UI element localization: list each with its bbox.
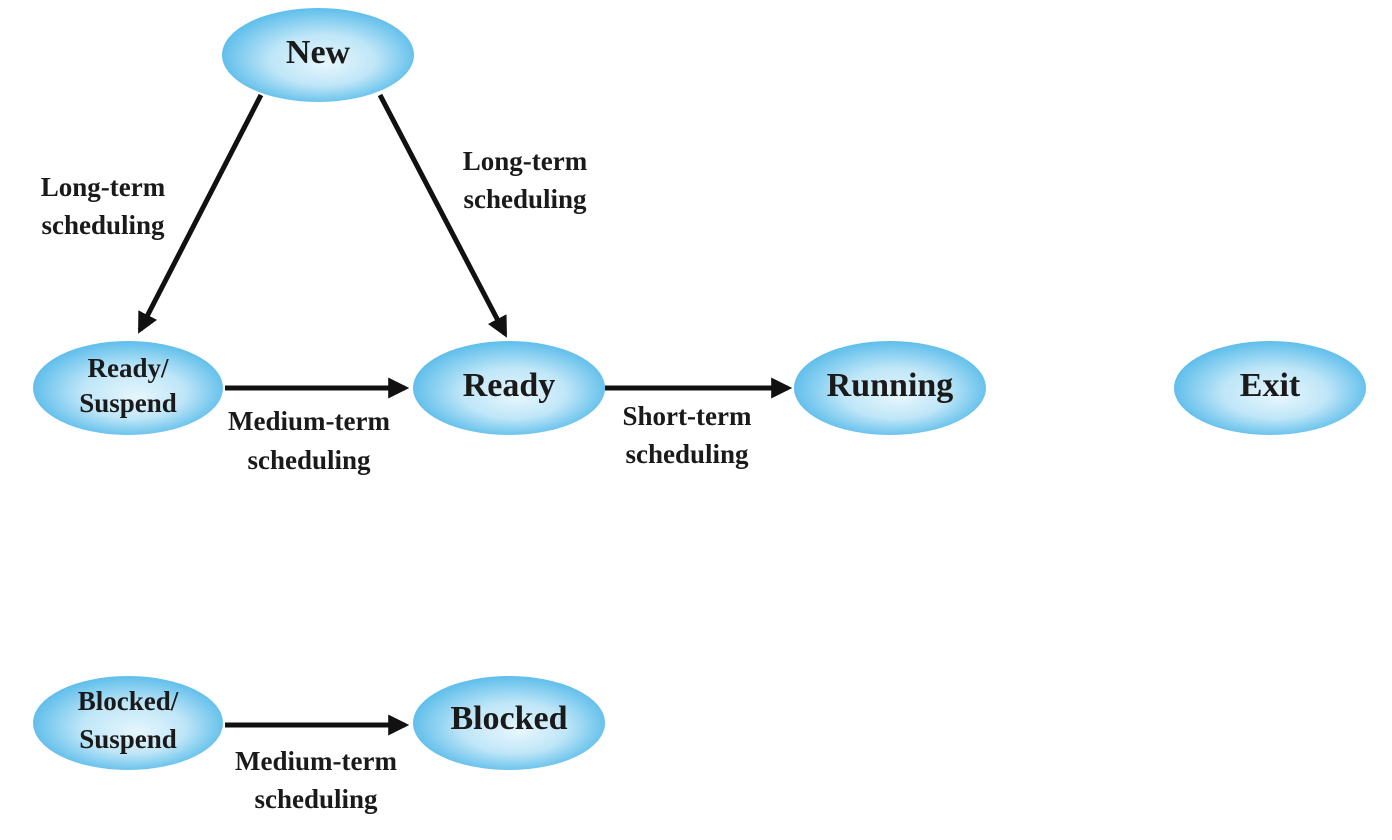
node-shape: [33, 676, 223, 770]
edge-new-to-ready-suspend: Long-term scheduling: [41, 93, 264, 334]
node-label: New: [286, 34, 351, 71]
node-ready-suspend: Ready/ Suspend: [33, 341, 223, 435]
node-label: Ready: [463, 367, 556, 404]
node-shape: [1174, 341, 1366, 435]
node-label: Exit: [1240, 367, 1301, 404]
node-ready: Ready: [413, 341, 605, 435]
edge-label-line2: scheduling: [463, 184, 587, 214]
node-running: Running: [794, 341, 986, 435]
edge-label-line2: scheduling: [41, 210, 165, 240]
edge-label-line1: Medium-term: [228, 406, 390, 436]
node-label-line1: Blocked/: [78, 686, 179, 716]
edge-label-line2: scheduling: [625, 439, 749, 469]
edge-label-line2: scheduling: [254, 784, 378, 814]
edge-label-line1: Short-term: [623, 401, 752, 431]
node-label: Blocked: [450, 700, 567, 737]
node-label: Running: [827, 367, 954, 404]
node-blocked-suspend: Blocked/ Suspend: [33, 676, 223, 770]
edge-ready-suspend-to-ready: Medium-term scheduling: [225, 377, 410, 475]
node-shape: [33, 341, 223, 435]
arrow-new-to-ready-suspend: [137, 93, 264, 334]
node-label-line2: Suspend: [79, 724, 177, 754]
edge-label-line1: Long-term: [463, 146, 588, 176]
node-shape: [222, 8, 414, 102]
edge-label-line2: scheduling: [247, 445, 371, 475]
edge-new-to-ready: Long-term scheduling: [377, 93, 588, 338]
edge-label-line1: Medium-term: [235, 746, 397, 776]
edge-blocked-suspend-to-blocked: Medium-term scheduling: [225, 714, 410, 814]
edge-ready-to-running: Short-term scheduling: [605, 377, 793, 469]
node-new: New: [222, 8, 414, 102]
node-label-line1: Ready/: [88, 353, 169, 383]
arrow-new-to-ready: [377, 93, 508, 338]
node-shape: [413, 341, 605, 435]
node-exit: Exit: [1174, 341, 1366, 435]
node-shape: [794, 341, 986, 435]
node-blocked: Blocked: [413, 676, 605, 770]
edge-label-line1: Long-term: [41, 172, 166, 202]
node-shape: [413, 676, 605, 770]
node-label-line2: Suspend: [79, 388, 177, 418]
